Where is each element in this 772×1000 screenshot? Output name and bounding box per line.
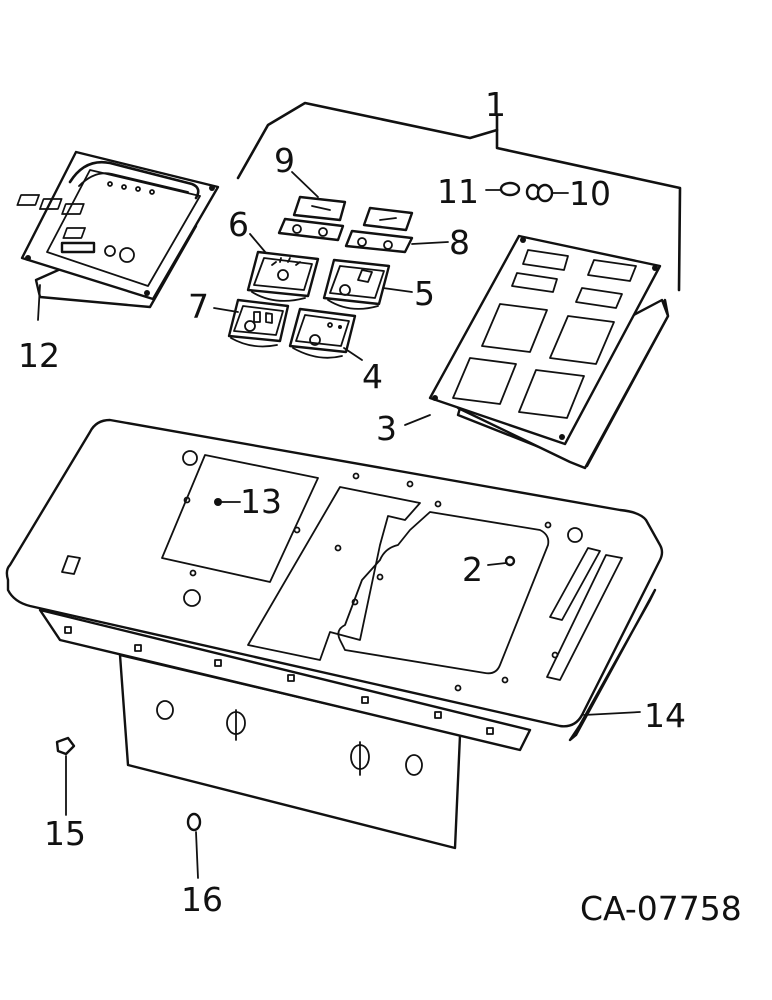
callout-13: 13 (240, 482, 282, 521)
callout-1: 1 (485, 85, 506, 124)
fastener-10 (525, 183, 569, 203)
callout-5: 5 (414, 274, 435, 313)
callout-4: 4 (362, 357, 383, 396)
fastener-2 (487, 555, 516, 567)
switch-pair-9 (291, 171, 414, 232)
callout-12: 12 (18, 336, 60, 375)
clip-15 (55, 736, 76, 816)
callout-10: 10 (569, 174, 611, 213)
callout-16: 16 (181, 880, 223, 919)
callout-15: 15 (44, 814, 86, 853)
clip-16 (186, 812, 202, 879)
indicator-strip-8 (277, 217, 449, 254)
callout-11: 11 (437, 172, 479, 211)
callout-7: 7 (188, 287, 209, 326)
main-panel-14 (5, 418, 664, 850)
gauge-6 (246, 233, 320, 302)
callout-3: 3 (376, 409, 397, 448)
gauge-4 (288, 307, 363, 361)
fastener-13 (214, 498, 241, 506)
callout-9: 9 (274, 141, 295, 180)
gauge-cluster-12 (16, 150, 220, 321)
callout-14: 14 (644, 696, 686, 735)
gauge-5 (322, 258, 413, 310)
figure-code: CA-07758 (580, 889, 742, 928)
callout-6: 6 (228, 205, 249, 244)
callout-2: 2 (462, 550, 483, 589)
gauge-7 (213, 298, 290, 348)
callout-8: 8 (449, 223, 470, 262)
instrument-module-3 (404, 234, 670, 470)
group-bracket-1 (236, 101, 682, 292)
fastener-11 (485, 181, 521, 197)
